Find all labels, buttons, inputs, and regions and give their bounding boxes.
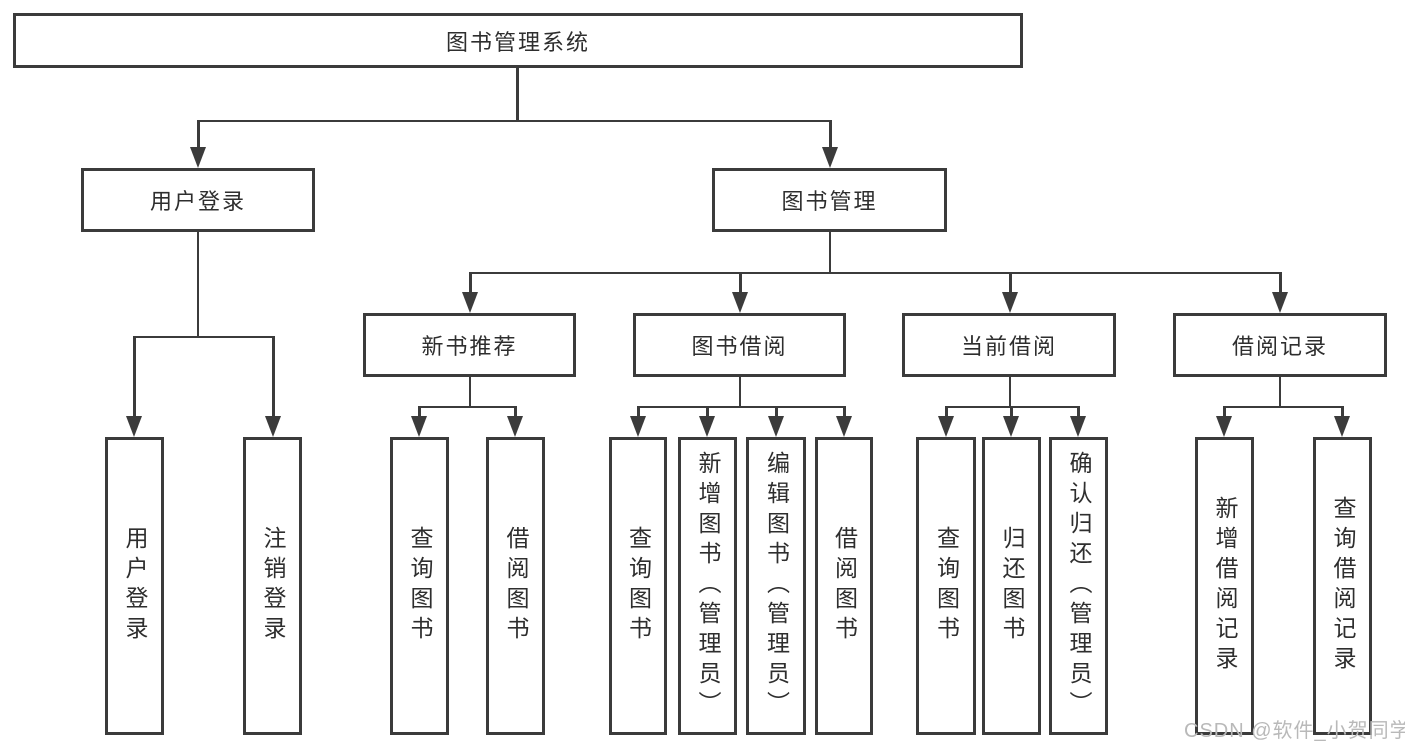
connector-mgmt-branch — [469, 271, 1281, 274]
leaf-edit-books-admin-label: 编辑图书（管理员） — [763, 451, 790, 721]
node-book-borrow-label: 图书借阅 — [691, 334, 788, 359]
arrow-to-login-leaf — [133, 336, 136, 416]
arrow-to-current-borrow — [1009, 272, 1012, 292]
connector-newbook-branch — [418, 405, 517, 408]
leaf-newbook-borrow-books-label: 借阅图书 — [503, 526, 529, 646]
arrow-newbook-leaf-2 — [514, 406, 517, 416]
arrow-records-leaf-1 — [1223, 406, 1226, 416]
arrow-records-leaf-2 — [1341, 406, 1344, 416]
leaf-add-borrow-record: 新增借阅记录 — [1195, 437, 1254, 735]
leaf-add-borrow-record-label: 新增借阅记录 — [1212, 496, 1238, 676]
connector-borrow-stem — [738, 377, 742, 407]
leaf-logout: 注销登录 — [243, 437, 302, 735]
leaf-borrow-books-label: 借阅图书 — [831, 526, 858, 646]
leaf-add-books-admin: 新增图书（管理员） — [678, 437, 737, 735]
connector-root-stem — [516, 68, 519, 121]
node-new-book-recommend: 新书推荐 — [363, 313, 576, 377]
arrow-to-logout-leaf — [272, 336, 275, 416]
connector-borrow-branch — [637, 405, 845, 408]
leaf-query-borrow-record: 查询借阅记录 — [1313, 437, 1372, 735]
node-borrow-records: 借阅记录 — [1173, 313, 1387, 377]
connector-newbook-stem — [468, 377, 472, 407]
node-current-borrow: 当前借阅 — [902, 313, 1116, 377]
arrow-borrow-leaf-1 — [637, 406, 640, 416]
leaf-current-query-books-label: 查询图书 — [933, 526, 960, 646]
arrow-borrow-leaf-2 — [706, 406, 709, 416]
node-current-borrow-label: 当前借阅 — [960, 334, 1057, 359]
node-book-management-label: 图书管理 — [781, 189, 878, 214]
csdn-watermark: CSDN @软件_小贺同学 — [1184, 720, 1405, 742]
leaf-borrow-query-books: 查询图书 — [609, 437, 667, 735]
node-user-login: 用户登录 — [81, 168, 315, 232]
arrow-to-borrow-records — [1279, 272, 1282, 292]
leaf-logout-label: 注销登录 — [260, 526, 286, 646]
connector-records-stem — [1278, 377, 1282, 407]
node-borrow-records-label: 借阅记录 — [1231, 334, 1328, 359]
node-book-management: 图书管理 — [712, 168, 947, 232]
leaf-newbook-borrow-books: 借阅图书 — [486, 437, 545, 735]
leaf-user-login: 用户登录 — [105, 437, 164, 735]
connector-login-stem — [196, 232, 200, 337]
leaf-newbook-query-books-label: 查询图书 — [407, 526, 433, 646]
arrow-current-leaf-3 — [1077, 406, 1080, 416]
arrow-newbook-leaf-1 — [418, 406, 421, 416]
node-root-label: 图书管理系统 — [445, 29, 590, 55]
leaf-query-borrow-record-label: 查询借阅记录 — [1330, 496, 1356, 676]
leaf-return-books: 归还图书 — [982, 437, 1041, 735]
arrow-to-new-book — [469, 272, 472, 292]
arrow-borrow-leaf-4 — [843, 406, 846, 416]
arrow-borrow-leaf-3 — [775, 406, 778, 416]
leaf-newbook-query-books: 查询图书 — [390, 437, 449, 735]
connector-current-stem — [1008, 377, 1012, 407]
leaf-confirm-return-admin-label: 确认归还（管理员） — [1066, 451, 1092, 721]
leaf-confirm-return-admin: 确认归还（管理员） — [1049, 437, 1108, 735]
connector-login-branch — [133, 335, 274, 338]
leaf-add-books-admin-label: 新增图书（管理员） — [695, 451, 721, 721]
leaf-current-query-books: 查询图书 — [916, 437, 976, 735]
arrow-current-leaf-2 — [1010, 406, 1013, 416]
arrow-to-book-borrow — [739, 272, 742, 292]
node-book-borrow: 图书借阅 — [633, 313, 846, 377]
connector-root-branch — [197, 119, 831, 122]
leaf-edit-books-admin: 编辑图书（管理员） — [746, 437, 806, 735]
leaf-user-login-label: 用户登录 — [122, 526, 148, 646]
leaf-borrow-books: 借阅图书 — [815, 437, 873, 735]
arrow-to-book-management — [829, 120, 832, 147]
node-user-login-label: 用户登录 — [149, 189, 246, 214]
arrow-to-user-login — [197, 120, 200, 147]
node-new-book-recommend-label: 新书推荐 — [421, 334, 518, 359]
leaf-return-books-label: 归还图书 — [999, 526, 1025, 646]
arrow-current-leaf-1 — [945, 406, 948, 416]
leaf-borrow-query-books-label: 查询图书 — [625, 526, 652, 646]
node-root: 图书管理系统 — [13, 13, 1023, 68]
connector-mgmt-stem — [828, 232, 832, 273]
connector-records-branch — [1223, 405, 1343, 408]
